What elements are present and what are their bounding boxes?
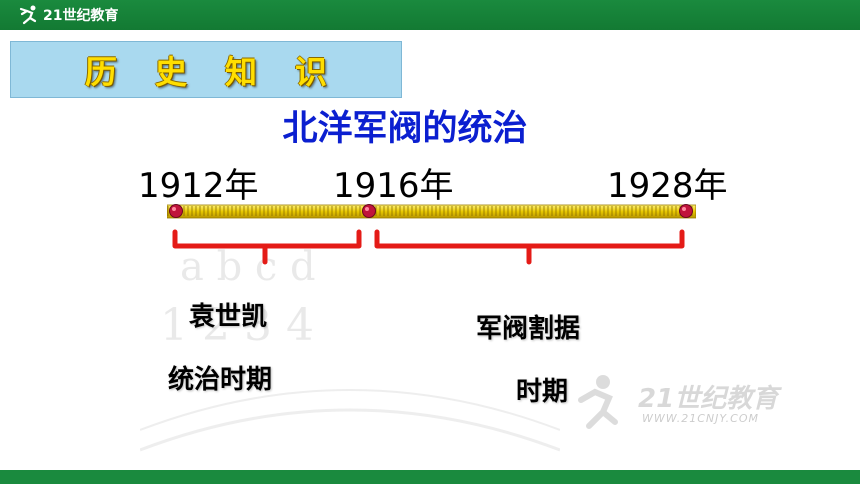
bottom-bar — [0, 470, 860, 484]
period-label-1-line-2: 统治时期 — [168, 365, 273, 395]
period-bracket-2 — [374, 229, 685, 265]
period-label-2-line-2: 时期 — [516, 377, 569, 407]
svg-text:1 2 3 4: 1 2 3 4 — [160, 300, 314, 351]
page-heading: 北洋军阀的统治 — [282, 108, 528, 149]
svg-text:a b c d: a b c d — [180, 244, 316, 290]
top-bar: 21世纪教育 — [0, 0, 860, 30]
watermark-url: WWW.21CNJY.COM — [642, 412, 760, 425]
timeline-marker-1916 — [362, 204, 376, 218]
logo-text: 21世纪教育 — [43, 8, 119, 24]
year-label-1928: 1928年 — [607, 166, 728, 206]
timeline-marker-1928 — [679, 204, 693, 218]
runner-icon — [19, 5, 37, 25]
watermark-logo — [578, 375, 618, 429]
period-label-1-line-1: 袁世凯 — [189, 302, 268, 332]
title-banner: 历史知识 — [10, 41, 402, 98]
site-logo: 21世纪教育 — [18, 4, 118, 26]
period-label-2-line-1: 军阀割据 — [476, 314, 581, 344]
watermark-text: 21世纪教育 — [638, 384, 779, 414]
year-label-1912: 1912年 — [138, 166, 259, 206]
section-title: 历史知识 — [84, 52, 365, 91]
timeline-ruler — [167, 204, 696, 219]
period-bracket-1 — [172, 229, 362, 265]
year-label-1916: 1916年 — [333, 166, 454, 206]
background-decoration: a b c d 1 2 3 4 — [140, 244, 560, 452]
timeline-marker-1912 — [169, 204, 183, 218]
